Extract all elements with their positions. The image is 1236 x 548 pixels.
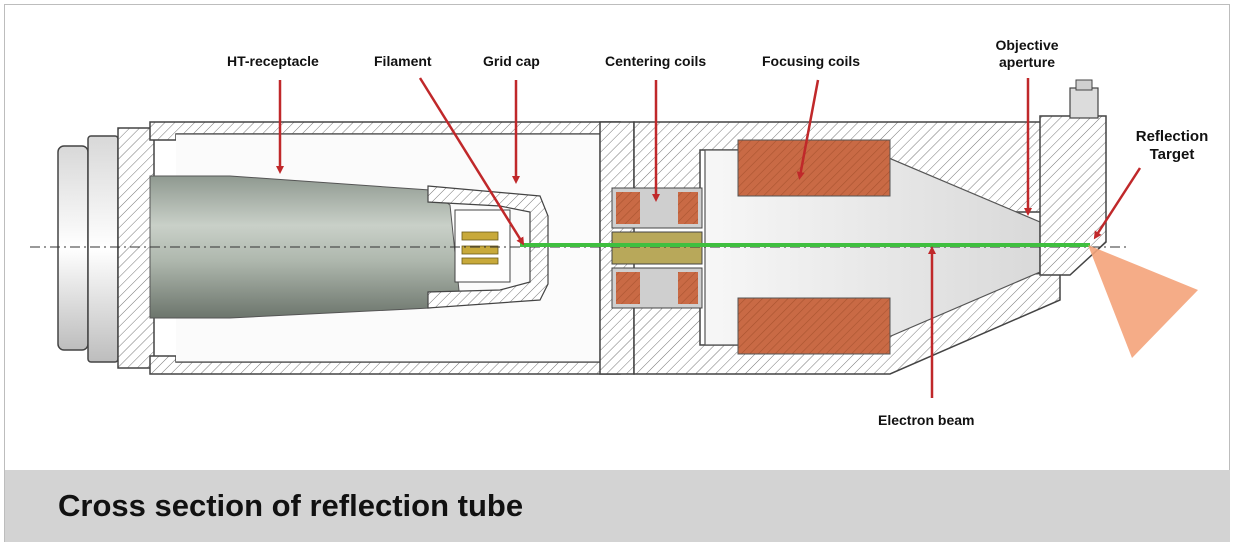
label-centering-coils: Centering coils — [605, 53, 707, 69]
label-electron-beam: Electron beam — [878, 412, 975, 428]
grid-cap-assembly — [427, 185, 549, 309]
arrow-focusing-coils — [796, 79, 820, 180]
label-grid-cap: Grid cap — [483, 53, 540, 69]
annotation-arrows — [276, 77, 1142, 398]
label-filament: Filament — [374, 53, 432, 69]
label-ht-receptacle: HT-receptacle — [227, 53, 319, 69]
label-focusing-coils: Focusing coils — [762, 53, 861, 69]
arrow-filament — [418, 77, 525, 246]
label-reflection-target-line2: Target — [1149, 146, 1195, 163]
label-objective-aperture: Objective aperture — [986, 37, 1068, 71]
centering-coil-assembly — [611, 187, 703, 309]
end-flange — [57, 127, 155, 369]
label-objective-aperture-line2: aperture — [998, 54, 1056, 70]
figure-caption: Cross section of reflection tube — [58, 488, 524, 523]
label-reflection-target-line1: Reflection — [1135, 128, 1209, 145]
focusing-coil-assembly — [737, 139, 891, 355]
xray-fan — [1088, 245, 1198, 358]
label-reflection-target: Reflection Target — [1124, 128, 1220, 164]
label-objective-aperture-line1: Objective — [995, 37, 1059, 53]
caption-bar — [5, 470, 1230, 542]
arrow-reflection-target — [1093, 167, 1142, 240]
